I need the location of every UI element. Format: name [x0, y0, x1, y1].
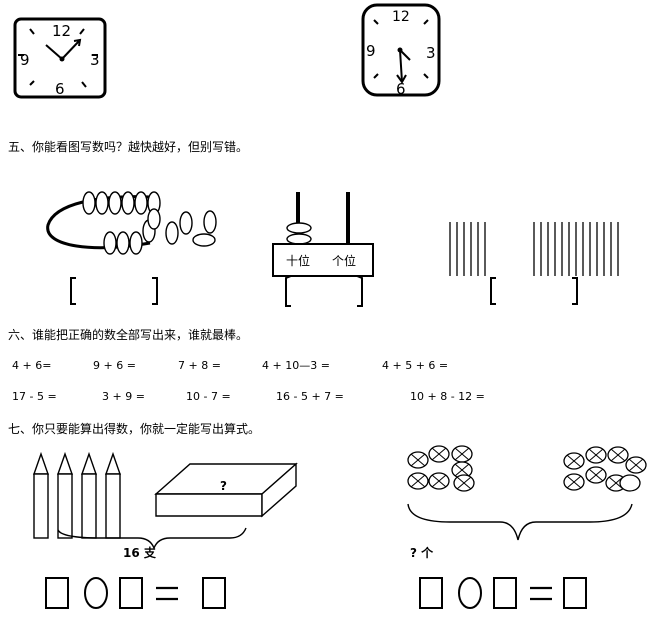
equation-r1-4: 4 + 10—3 = — [262, 359, 330, 372]
section6-heading: 六、谁能把正确的数全部写出来，谁就最棒。 — [8, 328, 249, 342]
brace-right — [407, 503, 633, 541]
bead-string-figure — [46, 191, 217, 255]
crossed-circles-right — [563, 446, 647, 492]
answer-bracket-right — [490, 277, 578, 305]
equation-r1-5: 4 + 5 + 6 = — [382, 359, 449, 372]
equation-template-left — [45, 577, 226, 609]
answer-box[interactable] — [563, 577, 587, 609]
sticks-figure — [449, 222, 619, 276]
equation-r2-1: 17 - 5 = — [12, 390, 57, 403]
brace-left — [57, 527, 247, 550]
clock-numeral-9: 9 — [366, 42, 376, 60]
operator-circle[interactable] — [84, 577, 108, 609]
equation-r1-3: 7 + 8 = — [178, 359, 221, 372]
clock-numeral-12: 12 — [392, 9, 410, 25]
operator-circle[interactable] — [458, 577, 482, 609]
equation-r2-4: 16 - 5 + 7 = — [276, 390, 344, 403]
abacus-tens-label: 十位 — [286, 253, 310, 268]
section7-heading: 七、你只要能算出得数，你就一定能写出算式。 — [8, 422, 261, 436]
right-total-label: ? 个 — [410, 546, 434, 560]
answer-box[interactable] — [45, 577, 69, 609]
answer-box[interactable] — [419, 577, 443, 609]
abacus-bead — [286, 222, 312, 234]
equation-r2-3: 10 - 7 = — [186, 390, 231, 403]
crossed-circles-left — [407, 445, 475, 492]
clock-numeral-6: 6 — [396, 80, 406, 98]
answer-box[interactable] — [493, 577, 517, 609]
clock-numeral-12: 12 — [52, 22, 71, 40]
answer-bracket-middle — [285, 275, 363, 307]
equation-r2-2: 3 + 9 = — [102, 390, 145, 403]
section5-heading: 五、你能看图写数吗？越快越好，但别写错。 — [8, 140, 249, 154]
abacus: 十位 个位 — [272, 192, 374, 277]
equation-r1-1: 4 + 6= — [12, 359, 52, 372]
answer-box[interactable] — [202, 577, 226, 609]
clock-numeral-9: 9 — [20, 51, 30, 69]
equation-template-right — [419, 577, 587, 609]
clock-numeral-3: 3 — [90, 51, 100, 69]
equation-r1-2: 9 + 6 = — [93, 359, 136, 372]
clock-right: 12 3 6 9 — [361, 3, 441, 98]
box-question-mark: ? — [220, 479, 227, 493]
answer-bracket-left — [70, 277, 158, 305]
clock-numeral-6: 6 — [55, 80, 65, 98]
pencils-figure — [33, 451, 121, 539]
abacus-ones-label: 个位 — [332, 253, 356, 268]
abacus-bead — [286, 233, 312, 245]
answer-box[interactable] — [119, 577, 143, 609]
equation-r2-5: 10 + 8 - 12 = — [410, 390, 485, 403]
clock-numeral-3: 3 — [426, 44, 436, 62]
left-total-label: 16 支 — [123, 546, 156, 560]
clock-left: 12 3 6 9 — [13, 17, 107, 99]
pencil-box: ? — [154, 462, 298, 518]
